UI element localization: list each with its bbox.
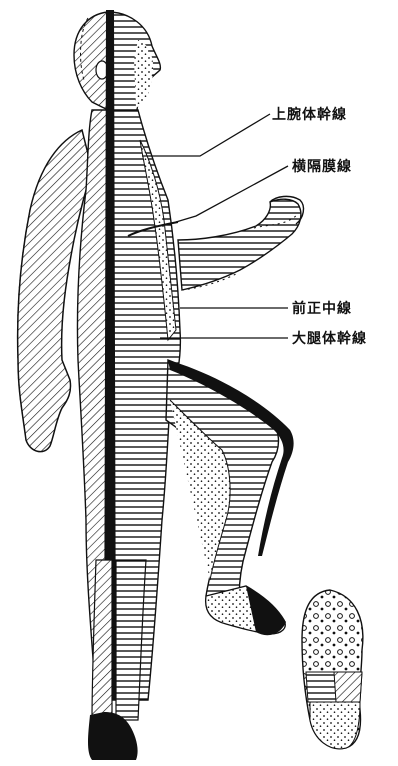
label-anterior-midline: 前正中線 (292, 298, 352, 318)
label-upper-arm-trunk-line: 上腕体幹線 (272, 104, 347, 124)
body-figure (18, 10, 304, 760)
label-thigh-trunk-line: 大腿体幹線 (292, 328, 367, 348)
standing-leg (92, 560, 112, 720)
foot-sole (302, 590, 363, 749)
leader-upper-arm-trunk (142, 114, 270, 156)
front-leg (166, 360, 294, 635)
label-diaphragm-line: 横隔膜線 (292, 156, 352, 176)
front-arm (178, 196, 303, 290)
head (74, 12, 160, 118)
